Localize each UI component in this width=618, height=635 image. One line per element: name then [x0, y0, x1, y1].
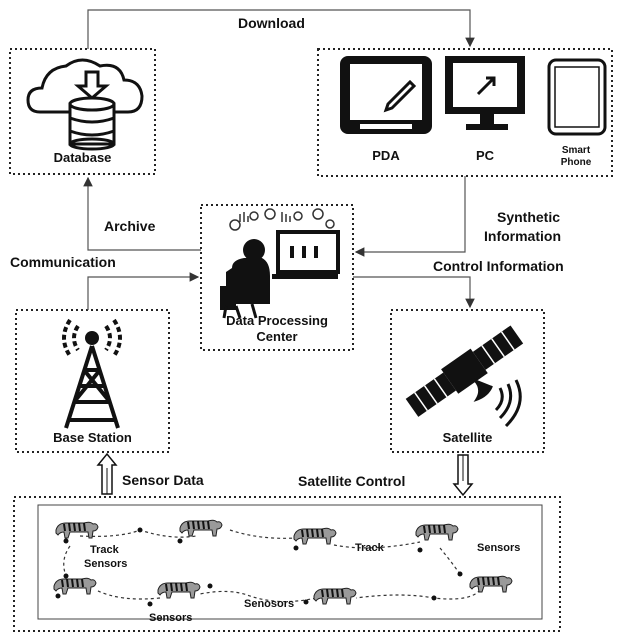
- sensor-data-label: Sensor Data: [122, 472, 204, 488]
- sensors-label: Sensors: [84, 558, 128, 570]
- database-icon: [68, 96, 116, 151]
- track-label: Track: [355, 542, 384, 554]
- track-label: Track: [90, 544, 119, 556]
- pc-icon: [445, 56, 525, 130]
- smartphone-caption-line1: Smart: [561, 145, 591, 156]
- database-caption: Database: [53, 150, 112, 165]
- pc-caption: PC: [475, 148, 495, 163]
- devices-box: [317, 48, 613, 177]
- sensor-nodes: [55, 527, 463, 607]
- sensors-label: Sensors: [149, 612, 193, 624]
- download-label: Download: [238, 15, 305, 31]
- base-station-caption: Base Station: [53, 430, 132, 445]
- synthetic-label-line2: Information: [484, 228, 561, 244]
- smartphone-icon: [547, 58, 607, 136]
- satellite-box: [390, 309, 545, 453]
- pda-caption: PDA: [372, 148, 400, 163]
- control-info-arrow: [353, 276, 475, 309]
- smartphone-caption-line2: Phone: [560, 157, 592, 168]
- communication-arrow: [87, 272, 200, 310]
- base-station-box: [15, 309, 170, 453]
- senosors-label: Senosors: [244, 598, 295, 610]
- satellite-control-arrow: [452, 454, 474, 497]
- download-arrow: [87, 9, 475, 49]
- cloud-download-icon: [26, 58, 144, 114]
- sensors-label: Sensors: [477, 542, 521, 554]
- satellite-control-label: Satellite Control: [298, 473, 406, 489]
- satellite-caption: Satellite: [442, 430, 493, 445]
- archive-label: Archive: [104, 218, 156, 234]
- pda-icon: [340, 56, 432, 134]
- dpc-caption-line1: Data Processing: [226, 313, 328, 328]
- synthetic-info-arrow: [354, 176, 466, 257]
- dpc-caption-line2: Center: [256, 329, 298, 344]
- sensor-field-box: [13, 496, 561, 632]
- operator-workstation-icon: [220, 208, 340, 319]
- sensor-data-arrow: [96, 452, 118, 495]
- data-processing-box: [200, 204, 354, 351]
- communication-label: Communication: [10, 254, 116, 270]
- synthetic-label-line1: Synthetic: [497, 209, 561, 225]
- control-info-label: Control Information: [433, 258, 564, 274]
- archive-arrow: [83, 176, 201, 251]
- radio-tower-icon: [62, 318, 122, 429]
- satellite-icon: [405, 325, 524, 428]
